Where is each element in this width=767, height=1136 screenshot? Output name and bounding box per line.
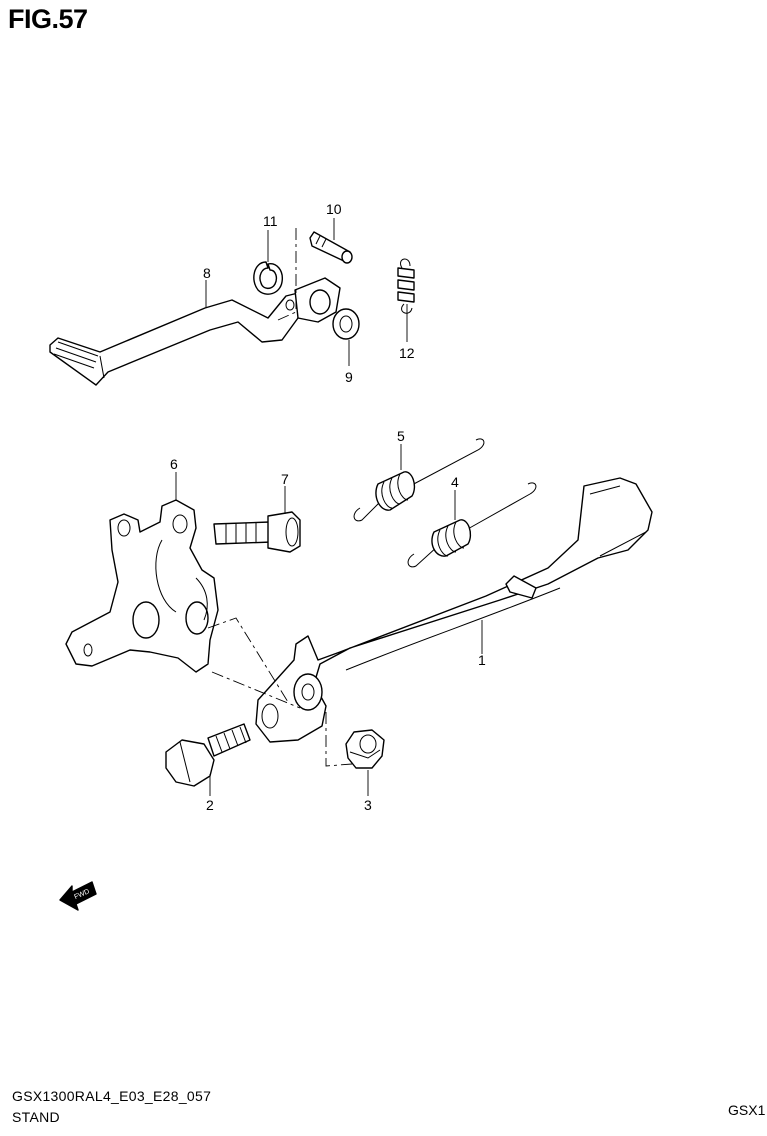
- part-9-washer[interactable]: [332, 308, 360, 340]
- part-1-side-stand[interactable]: [255, 477, 653, 743]
- part-10-pin[interactable]: [309, 231, 353, 264]
- part-4-spring[interactable]: [407, 482, 537, 568]
- callout-1: 1: [478, 652, 486, 668]
- part-7-bolt[interactable]: [213, 511, 301, 553]
- footer-right-label: GSX1: [728, 1102, 766, 1118]
- callout-2: 2: [206, 797, 214, 813]
- part-3-nut[interactable]: [345, 729, 385, 769]
- figure-title: FIG.57: [8, 4, 88, 34]
- callout-5: 5: [397, 428, 405, 444]
- callout-9: 9: [345, 369, 353, 385]
- footer-model-code: GSX1300RAL4_E03_E28_057: [12, 1088, 212, 1104]
- part-8-brake-pedal[interactable]: [49, 277, 341, 386]
- part-12-spring[interactable]: [397, 258, 415, 314]
- forward-arrow-icon: FWD: [59, 881, 97, 911]
- callout-3: 3: [364, 797, 372, 813]
- callout-8: 8: [203, 265, 211, 281]
- callout-4: 4: [451, 474, 459, 490]
- leader-lines: [175, 218, 483, 796]
- callout-12: 12: [399, 345, 415, 361]
- part-11-circlip[interactable]: [253, 261, 283, 295]
- callout-6: 6: [170, 456, 178, 472]
- footer-section-name: STAND: [12, 1109, 60, 1125]
- alignment-lines: [207, 228, 353, 767]
- part-2-bolt[interactable]: [165, 723, 251, 787]
- part-6-bracket[interactable]: [65, 499, 219, 673]
- callout-7: 7: [281, 471, 289, 487]
- part-5-spring[interactable]: [353, 438, 485, 522]
- callout-10: 10: [326, 201, 342, 217]
- callout-11: 11: [263, 213, 278, 229]
